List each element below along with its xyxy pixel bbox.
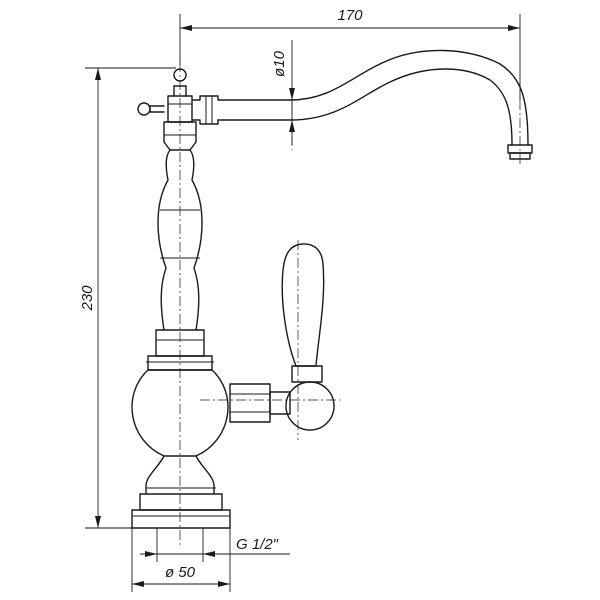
dimension-spout-diameter: ø10 — [271, 40, 295, 145]
lever-base — [291, 365, 323, 383]
handle-stem — [229, 383, 271, 423]
finial — [173, 68, 187, 82]
dimension-thread-label: G 1/2" — [236, 536, 279, 553]
finial-stem — [173, 85, 187, 97]
side-knob-stem — [149, 105, 165, 113]
base-plate — [131, 509, 231, 529]
dimension-height-label: 230 — [79, 285, 96, 312]
handle-knob — [285, 381, 335, 431]
dimension-height: 230 — [79, 67, 176, 529]
spout-collar-top — [191, 95, 219, 101]
head-cap — [167, 95, 193, 123]
side-knob — [137, 102, 151, 116]
dimension-spout-diameter-label: ø10 — [271, 50, 288, 77]
spout-outer-curve — [217, 49, 529, 146]
baluster-column — [157, 149, 203, 331]
dimension-width-label: 170 — [337, 7, 363, 24]
column-collar — [155, 329, 205, 357]
aerator-tip — [509, 152, 531, 160]
lower-neck — [145, 455, 215, 495]
spout — [191, 49, 533, 160]
dimension-width: 170 — [179, 7, 521, 100]
lever-handle — [229, 243, 335, 431]
centerlines — [179, 62, 521, 545]
dimension-base-diameter: ø 50 — [131, 528, 231, 592]
lever-blade — [281, 243, 325, 367]
handle-connector — [269, 391, 291, 415]
spout-inner-curve — [217, 68, 513, 146]
dimension-thread: G 1/2" — [140, 528, 290, 562]
spout-collar-bottom — [191, 119, 219, 125]
dimension-base-diameter-label: ø 50 — [165, 564, 196, 581]
base-collar — [139, 493, 223, 511]
faucet-body — [131, 68, 231, 529]
